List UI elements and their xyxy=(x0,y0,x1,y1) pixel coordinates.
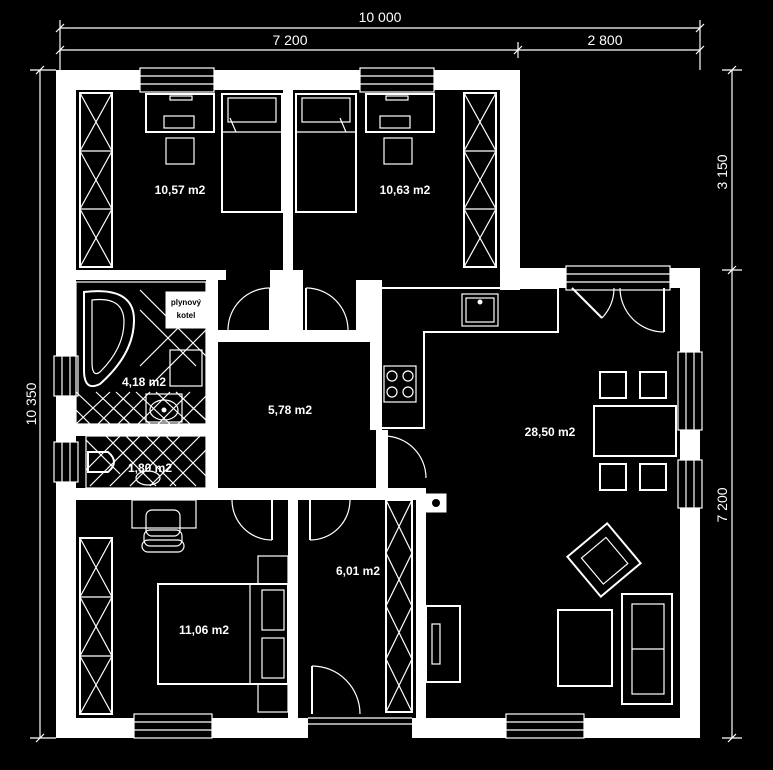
toilet-fixtures xyxy=(85,435,207,489)
area-hall: 5,78 m2 xyxy=(268,403,312,417)
windows xyxy=(53,67,703,739)
area-bedroom-bottom: 11,06 m2 xyxy=(179,623,229,637)
beds xyxy=(157,93,357,713)
area-corridor: 6,01 m2 xyxy=(336,564,380,578)
dim-right-lower: 7 200 xyxy=(714,487,730,522)
heater-label-2: kotel xyxy=(177,311,196,320)
dimension-lines xyxy=(30,20,742,743)
dim-top-right: 2 800 xyxy=(587,32,622,48)
area-living: 28,50 m2 xyxy=(525,425,576,439)
area-bathroom: 4,18 m2 xyxy=(122,375,166,389)
bathroom-fixtures: plynový kotel xyxy=(75,281,207,425)
dim-top-total: 10 000 xyxy=(359,9,402,25)
living-furniture xyxy=(425,493,673,705)
dim-right-upper: 3 150 xyxy=(714,154,730,189)
dining-set xyxy=(593,371,677,491)
kitchen xyxy=(382,287,559,429)
wardrobes xyxy=(79,92,497,715)
dim-left-total: 10 350 xyxy=(23,382,39,425)
area-bedroom-left: 10,57 m2 xyxy=(155,183,206,197)
doors xyxy=(208,287,665,715)
dim-top-left: 7 200 xyxy=(272,32,307,48)
area-bedroom-right: 10,63 m2 xyxy=(380,183,431,197)
area-toilet: 1,80 m2 xyxy=(128,461,172,475)
heater-label-1: plynový xyxy=(171,298,202,307)
desks xyxy=(131,93,435,553)
interior-walls xyxy=(76,90,426,718)
